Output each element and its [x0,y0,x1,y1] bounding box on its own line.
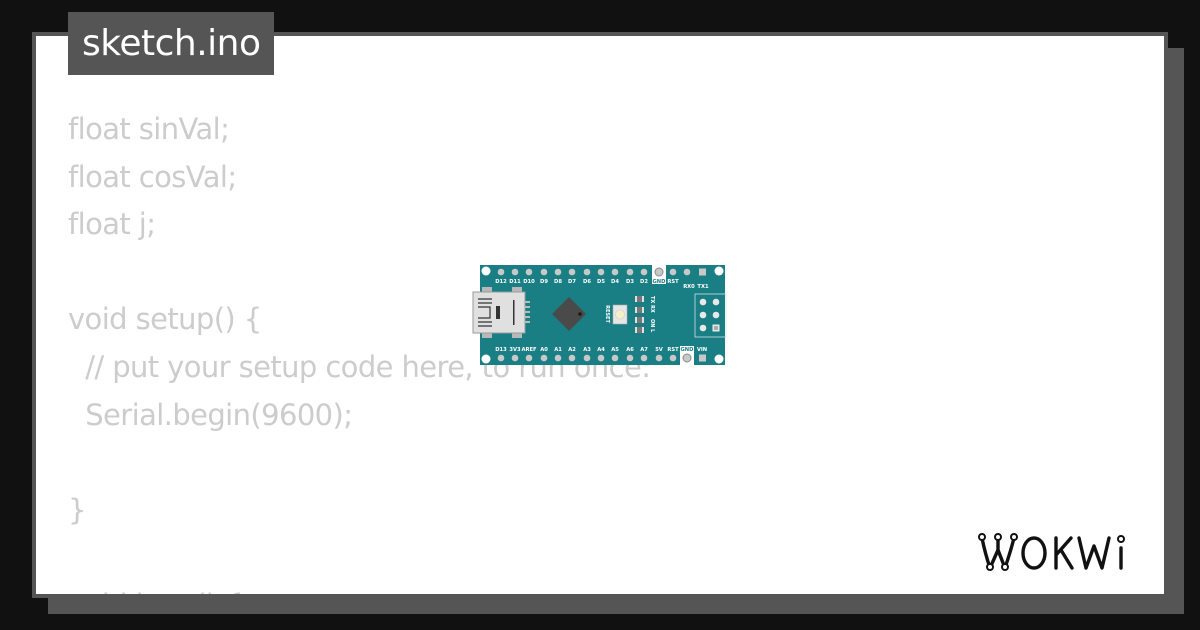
svg-text:D9: D9 [540,279,548,285]
svg-text:5V: 5V [655,347,663,353]
svg-text:D7: D7 [568,279,576,285]
svg-text:D3: D3 [626,279,634,285]
code-line: float cosVal; [68,159,237,194]
svg-text:GND: GND [681,347,695,353]
svg-text:A7: A7 [640,347,648,353]
code-line: Serial.begin(9600); [68,397,353,432]
usb-connector-icon [472,287,530,338]
svg-text:A1: A1 [554,347,562,353]
svg-text:D6: D6 [583,279,591,285]
mounting-hole-icon [481,266,491,276]
code-line: void loop() { [68,582,650,594]
svg-text:RST: RST [667,347,679,353]
svg-text:VIN: VIN [697,347,707,353]
svg-text:TX RX: TX RX [649,296,655,313]
svg-text:D5: D5 [597,279,605,285]
svg-text:D10: D10 [523,279,535,285]
code-preview: float sinVal; float cosVal; float j; void s… [68,106,651,594]
svg-text:D11: D11 [509,279,521,285]
svg-text:D4: D4 [611,279,619,285]
code-line [68,534,650,582]
svg-text:A0: A0 [540,347,548,353]
reset-button-icon: RESET [604,304,628,325]
code-line: float j; [68,207,156,242]
svg-text:D8: D8 [554,279,562,285]
svg-text:3V3: 3V3 [509,347,521,353]
svg-text:RST: RST [667,279,679,285]
svg-text:A3: A3 [583,347,591,353]
svg-text:A2: A2 [568,347,576,353]
svg-text:D2: D2 [640,279,648,285]
top-pin-row [497,265,706,278]
svg-text:TX1: TX1 [697,284,709,290]
svg-text:A6: A6 [626,347,634,353]
svg-text:GND: GND [653,279,667,285]
code-line: float sinVal; [68,112,230,146]
bottom-pin-row [497,352,706,365]
svg-text:ON L: ON L [649,319,655,333]
svg-text:AREF: AREF [521,347,537,353]
mounting-hole-icon [714,266,724,276]
svg-text:RX0: RX0 [683,284,695,290]
code-line [68,439,650,487]
wokwi-logo [978,533,1125,571]
svg-text:A4: A4 [597,347,605,353]
svg-text:RESET: RESET [604,305,610,323]
status-leds: TX RX ON L [635,296,655,333]
code-line: void setup() { [68,302,262,337]
code-line: } [68,492,86,527]
mounting-hole-icon [714,354,724,364]
file-tab: sketch.ino [68,12,275,75]
svg-text:A5: A5 [611,347,619,353]
svg-text:D12: D12 [495,279,507,285]
svg-text:D13: D13 [495,347,507,353]
mounting-hole-icon [481,354,491,364]
icsp-header [694,293,727,338]
